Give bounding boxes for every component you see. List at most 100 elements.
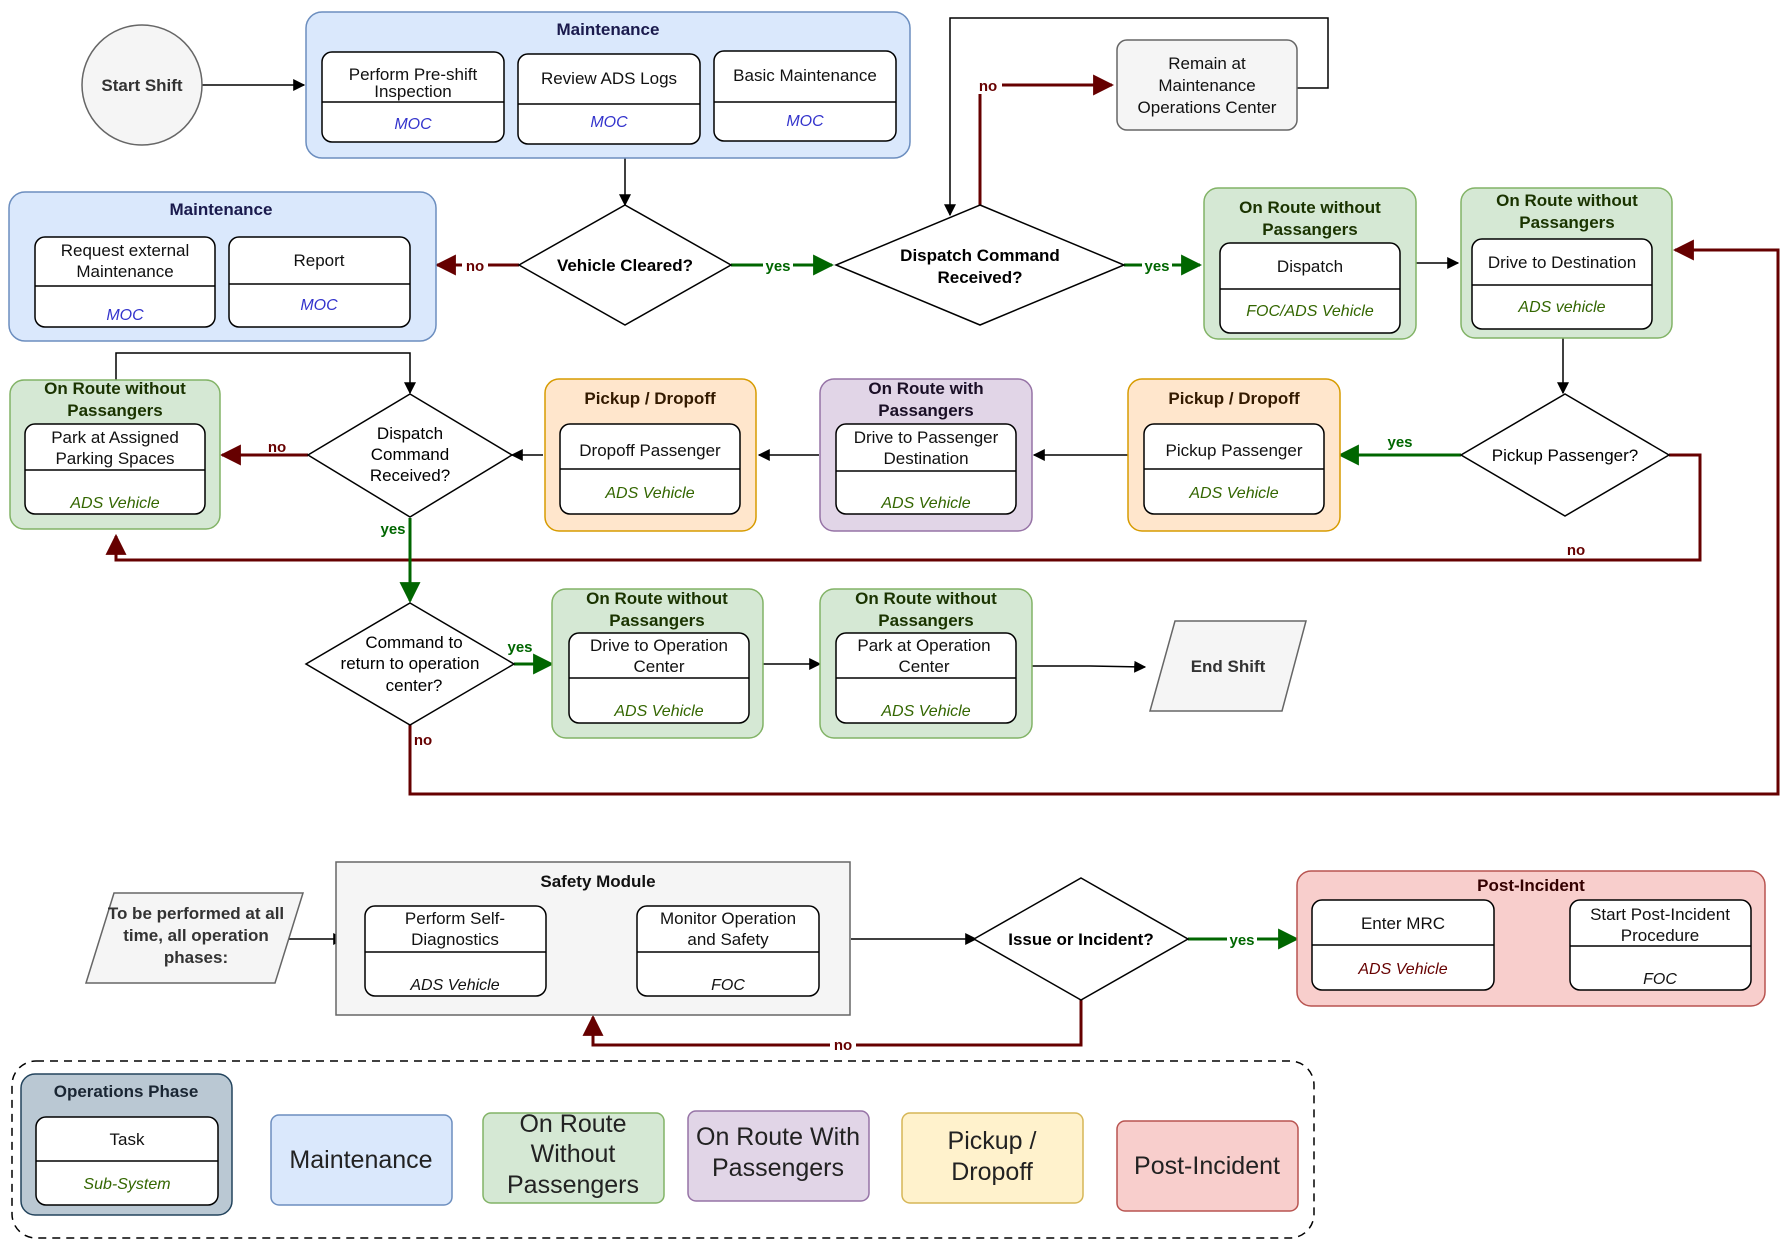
- label-issue-no: no: [834, 1037, 852, 1054]
- legend-route-with-line: On Route With: [696, 1123, 860, 1151]
- task-label: Pickup Passenger: [1165, 441, 1302, 460]
- task-label: Dispatch: [1277, 257, 1343, 276]
- end-shift-label: End Shift: [1191, 657, 1266, 676]
- group-title-2: Passangers: [1519, 213, 1614, 232]
- arrow-return-no: [408, 239, 1780, 796]
- decision-label: Dispatch Command: [900, 246, 1060, 265]
- arrow-remain-loop: [944, 17, 1329, 217]
- task-subsystem: MOC: [590, 114, 628, 131]
- group-title: Post-Incident: [1477, 876, 1585, 895]
- task-label: Park at Operation: [857, 636, 990, 655]
- task-label-2: Parking Spaces: [55, 449, 174, 468]
- decision-label: return to operation: [341, 654, 480, 673]
- group-title-2: Passangers: [878, 611, 973, 630]
- task-review-ads-logs: Review ADS Logs MOC: [517, 53, 701, 145]
- decision-label: Issue or Incident?: [1008, 930, 1153, 949]
- legend-pickup-line: Dropoff: [951, 1158, 1033, 1186]
- maintenance-left-group: Maintenance Request external Maintenance…: [8, 191, 437, 342]
- maintenance-top-title: Maintenance: [557, 20, 660, 39]
- legend-route-without: On Route Without Passengers: [482, 1110, 665, 1204]
- task-subsystem: ADS Vehicle: [880, 703, 970, 720]
- arrow-pickup-no: [105, 453, 1702, 562]
- task-label: Drive to Passenger: [854, 428, 999, 447]
- edge-labels: yes no no yes yes no no yes yes no yes n…: [268, 76, 1585, 1054]
- label-pickup-no: no: [1567, 542, 1585, 559]
- group-title: Safety Module: [540, 872, 655, 891]
- dropoff-group: Pickup / Dropoff Dropoff Passenger ADS V…: [544, 378, 757, 532]
- label-return-no: no: [414, 732, 432, 749]
- legend-ops-title: Operations Phase: [54, 1082, 199, 1101]
- task-label: Start Post-Incident: [1590, 905, 1730, 924]
- task-subsystem: ADS Vehicle: [1188, 485, 1278, 502]
- task-label: Park at Assigned: [51, 428, 179, 447]
- task-subsystem: ADS vehicle: [1517, 299, 1605, 316]
- task-label: Dropoff Passenger: [579, 441, 721, 460]
- post-incident-group: Post-Incident Enter MRC ADS Vehicle Star…: [1296, 870, 1766, 1007]
- route-with-passengers-group: On Route with Passangers Drive to Passen…: [819, 378, 1033, 532]
- group-title-2: Passangers: [67, 401, 162, 420]
- task-enter-mrc: Enter MRC ADS Vehicle: [1311, 899, 1495, 991]
- task-label-2: Procedure: [1621, 926, 1699, 945]
- task-subsystem: FOC: [711, 977, 745, 994]
- task-label: Monitor Operation: [660, 909, 796, 928]
- all-phases-node: To be performed at all time, all operati…: [84, 892, 305, 984]
- legend-route-without-line: On Route: [519, 1110, 626, 1138]
- task-report: Report MOC: [228, 236, 411, 328]
- task-label-2: Diagnostics: [411, 930, 499, 949]
- arrow-parkop-to-end: [1032, 660, 1147, 673]
- group-title-2: Passangers: [878, 401, 973, 420]
- decision-issue-or-incident: Issue or Incident?: [972, 877, 1190, 1001]
- task-label-2: Inspection: [374, 82, 452, 101]
- legend-incident-label: Post-Incident: [1134, 1152, 1280, 1180]
- task-label: Perform Pre-shift: [349, 65, 478, 84]
- all-phases-line: To be performed at all: [108, 904, 284, 923]
- legend-pickup: Pickup / Dropoff: [901, 1112, 1084, 1204]
- pickup-group: Pickup / Dropoff Pickup Passenger ADS Ve…: [1127, 378, 1341, 532]
- task-subsystem: FOC/ADS Vehicle: [1246, 303, 1374, 320]
- task-subsystem: MOC: [300, 297, 338, 314]
- legend-route-without-line: Passengers: [507, 1171, 639, 1199]
- task-subsystem: ADS Vehicle: [604, 485, 694, 502]
- task-label-2: Maintenance: [76, 262, 173, 281]
- group-title-2: Passangers: [609, 611, 704, 630]
- legend-route-with-line: Passengers: [712, 1154, 844, 1182]
- legend-maintenance: Maintenance: [270, 1114, 453, 1206]
- label-cleared-no: no: [466, 258, 484, 275]
- label-cleared-yes: yes: [765, 258, 790, 275]
- group-title: On Route without: [1239, 198, 1381, 217]
- decision-command-return: Command to return to operation center?: [304, 602, 516, 726]
- task-label: Basic Maintenance: [733, 66, 877, 85]
- legend-maintenance-label: Maintenance: [289, 1146, 432, 1174]
- task-start-post-incident: Start Post-Incident Procedure FOC: [1569, 899, 1752, 991]
- group-title: On Route without: [586, 589, 728, 608]
- task-subsystem: ADS Vehicle: [613, 703, 703, 720]
- task-label: Request external: [61, 241, 190, 260]
- task-label-2: Center: [633, 657, 684, 676]
- legend: Operations Phase Task Sub-System Mainten…: [11, 1060, 1315, 1239]
- task-label: Enter MRC: [1361, 914, 1445, 933]
- legend-route-without-line: Without: [531, 1140, 616, 1168]
- task-label: Perform Self-: [405, 909, 505, 928]
- label-dispatch-yes: yes: [1144, 258, 1169, 275]
- group-title: Pickup / Dropoff: [1168, 389, 1300, 408]
- park-op-center-group: On Route without Passangers Park at Oper…: [819, 588, 1033, 739]
- task-subsystem: MOC: [106, 307, 144, 324]
- decision-vehicle-cleared: Vehicle Cleared?: [517, 204, 733, 326]
- label-issue-yes: yes: [1229, 932, 1254, 949]
- legend-ops-task: Task: [110, 1130, 145, 1149]
- park-assigned-group: On Route without Passangers Park at Assi…: [9, 379, 221, 530]
- task-label: Drive to Destination: [1488, 253, 1636, 272]
- group-title: On Route without: [1496, 191, 1638, 210]
- maintenance-left-title: Maintenance: [170, 200, 273, 219]
- task-monitor-operation: Monitor Operation and Safety FOC: [636, 905, 820, 997]
- decision-label: Command: [371, 445, 449, 464]
- label-dispatch-mid-yes: yes: [380, 521, 405, 538]
- start-shift-node: Start Shift: [81, 24, 203, 146]
- task-subsystem: FOC: [1643, 971, 1677, 988]
- legend-operations-phase: Operations Phase Task Sub-System: [20, 1073, 233, 1216]
- remain-line: Operations Center: [1138, 98, 1277, 117]
- label-dispatch-no: no: [979, 78, 997, 95]
- remain-at-moc-node: Remain at Maintenance Operations Center: [1116, 39, 1298, 131]
- decision-label: Command to: [365, 633, 462, 652]
